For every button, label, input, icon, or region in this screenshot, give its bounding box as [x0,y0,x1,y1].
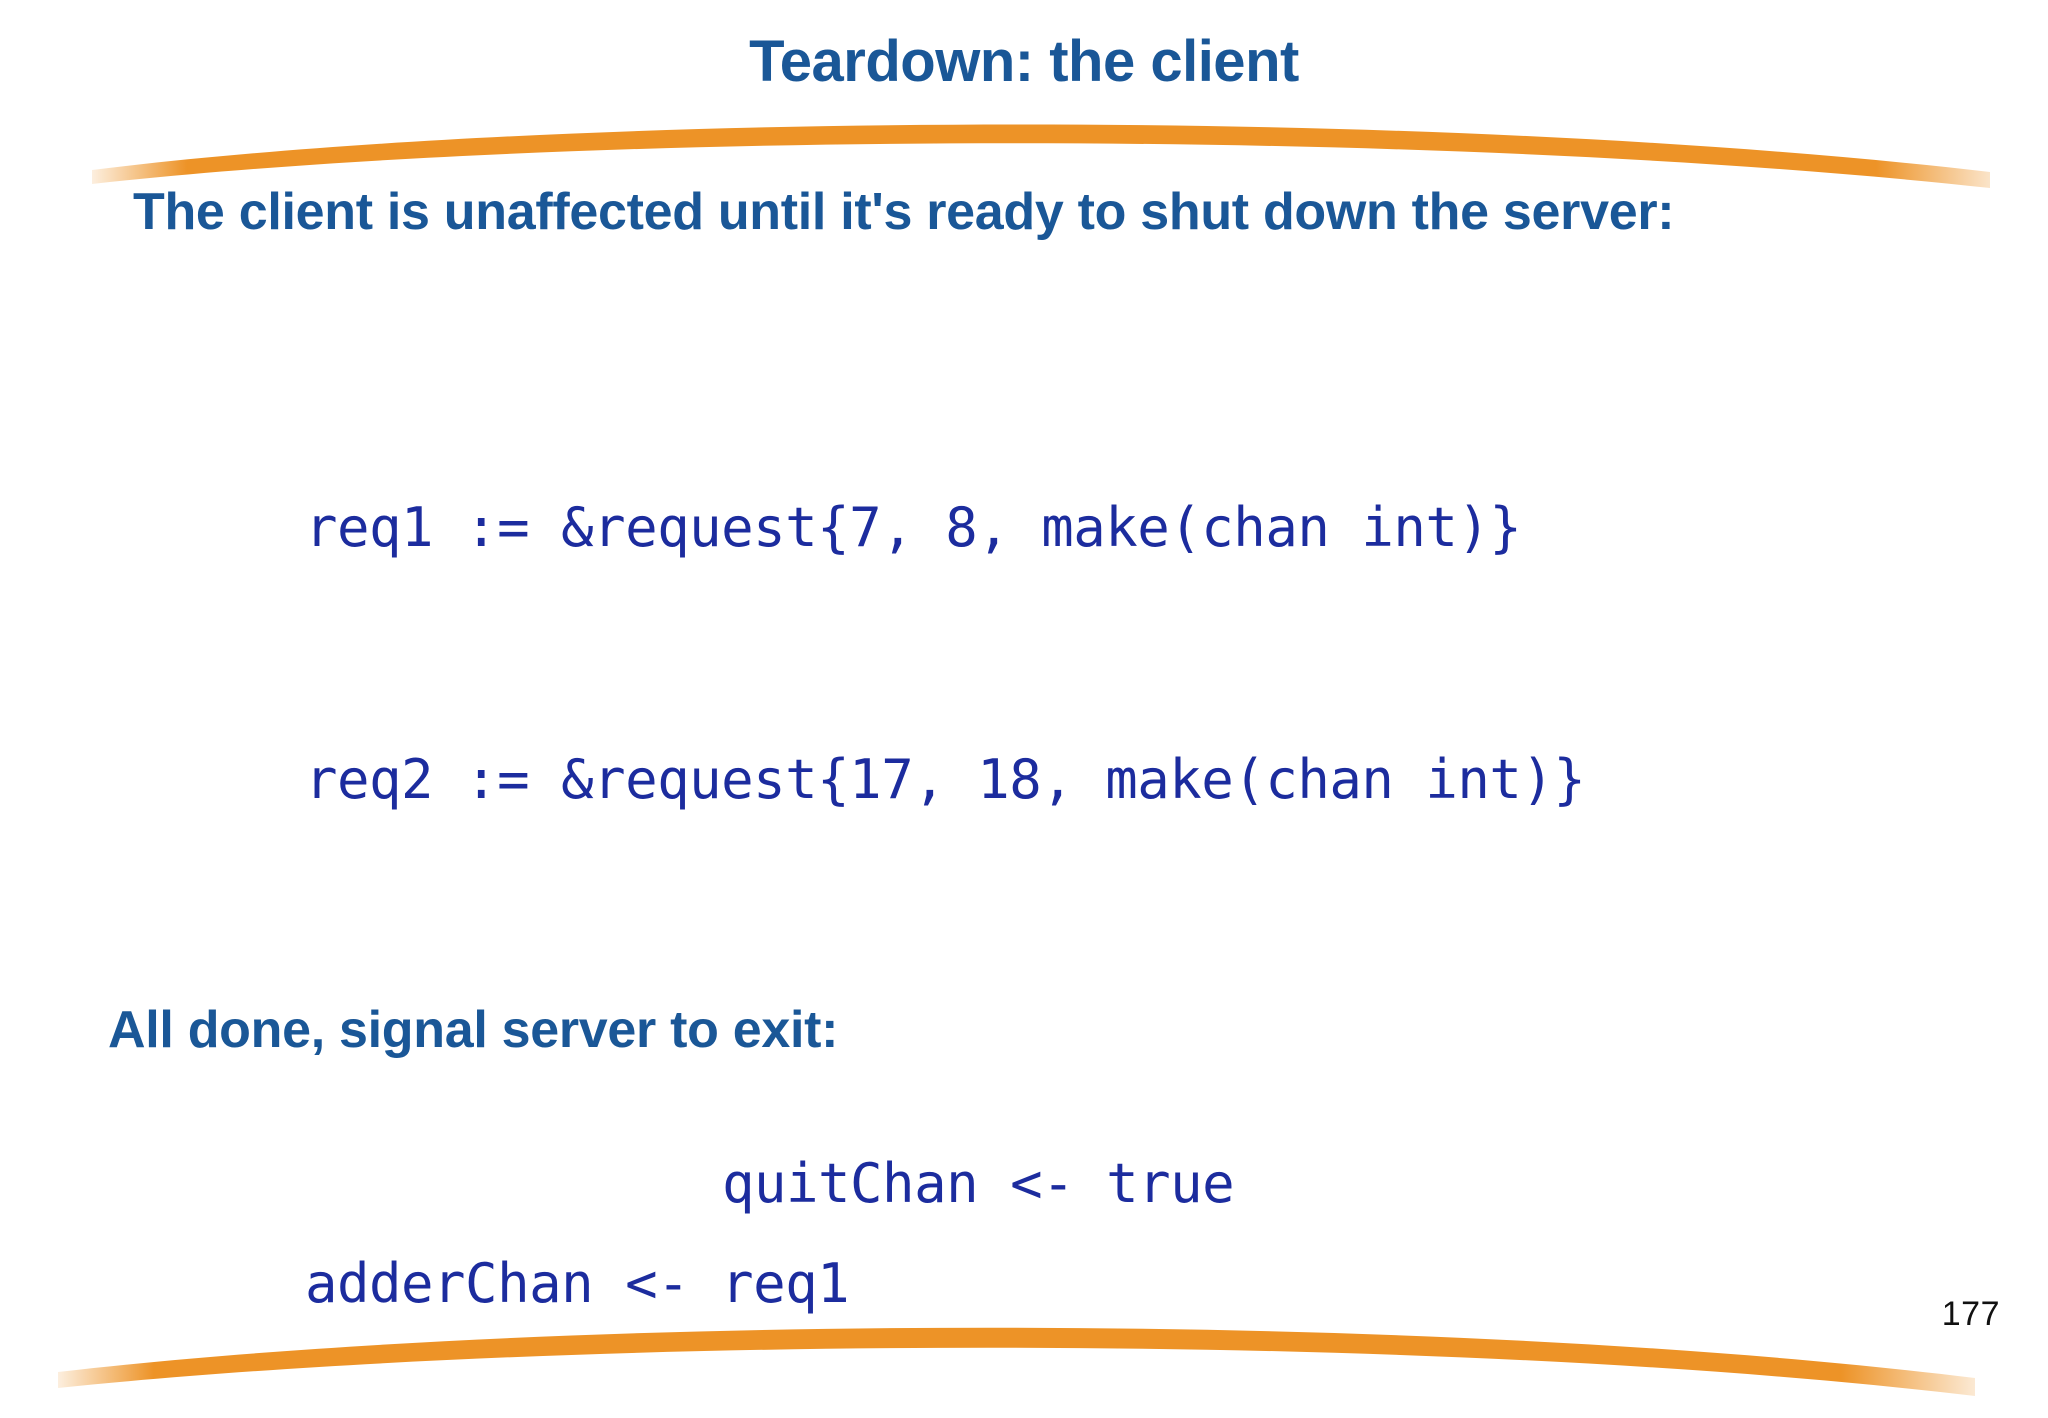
code-block: req1 := &request{7, 8, make(chan int)} r… [305,318,1586,1418]
intro-heading: The client is unaffected until it's read… [133,183,1675,241]
page-number: 177 [1941,1295,2000,1333]
code-line: req1 := &request{7, 8, make(chan int)} [305,496,1522,559]
all-done-heading: All done, signal server to exit: [108,1001,839,1059]
page-title: Teardown: the client [749,29,1299,94]
code-line: req2 := &request{17, 18, make(chan int)} [305,748,1586,811]
quit-code-line: quitChan <- true [722,1152,1235,1215]
code-line: adderChan <- req1 [305,1252,850,1315]
